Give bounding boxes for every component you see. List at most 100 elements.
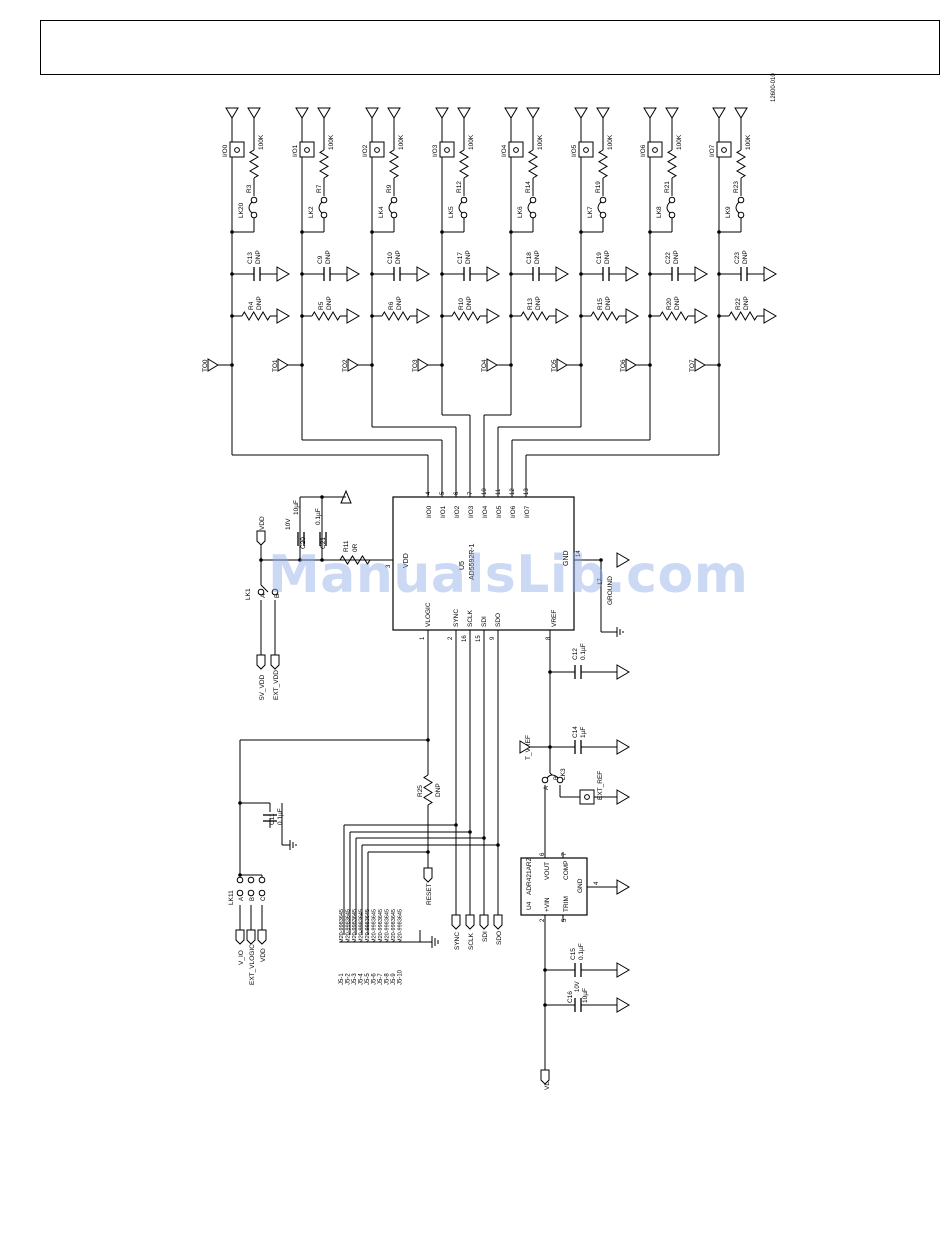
ext-vlogic-port — [246, 929, 256, 945]
pullup-ref: R3 — [246, 184, 253, 193]
shunt-capacitor — [671, 267, 679, 281]
pullup-value: 100K — [607, 134, 614, 150]
junction-dot — [648, 314, 652, 318]
pullup-value: 100K — [468, 134, 475, 150]
pullup-resistor — [598, 149, 608, 179]
test-point-box — [647, 141, 663, 158]
ground-symbol — [416, 266, 430, 282]
junction-dot — [599, 558, 603, 562]
junction-dot — [370, 314, 374, 318]
junction-dot — [648, 230, 652, 234]
junction-dot — [548, 745, 552, 749]
test-point-box — [299, 141, 315, 158]
sdi-port — [479, 914, 489, 930]
series-ref: R13 — [527, 298, 534, 310]
test-output-port — [556, 358, 568, 372]
watermark: ManualsLib.com — [268, 545, 749, 605]
io-label: I/O4 — [501, 144, 508, 157]
junction-dot — [230, 272, 234, 276]
header-part-3: M20-9983645 — [352, 909, 358, 943]
c16-label: C16 — [567, 991, 574, 1003]
u5-pin-num: 13 — [524, 488, 530, 495]
ground-symbol — [346, 308, 360, 324]
sync-port-label: SYNC — [454, 932, 461, 950]
junction-dot — [648, 272, 652, 276]
link-pin-a — [668, 196, 676, 204]
link-arc — [458, 201, 463, 214]
cap-value: DNP — [255, 250, 262, 264]
junction-dot — [509, 314, 513, 318]
u5-pin-num: 12 — [510, 488, 516, 495]
u5-io-pin-label: I/O5 — [496, 505, 503, 518]
5v-vdd-label: 5V_VDD — [259, 674, 266, 700]
pullup-ref: R19 — [595, 181, 602, 193]
header-pin-4: J5-4 — [359, 973, 365, 985]
u5-vdd-label: VDD — [403, 553, 410, 568]
lk11-pin-4 — [236, 889, 244, 897]
c11-label: C11 — [269, 813, 276, 825]
pullup-resistor — [667, 149, 677, 179]
schematic-symbols — [235, 489, 630, 1085]
link-arc — [597, 201, 602, 214]
series-resistor — [311, 311, 341, 321]
series-value: DNP — [396, 296, 403, 310]
series-resistor — [728, 311, 758, 321]
link-arc — [735, 201, 740, 214]
cap-ref: C22 — [665, 252, 672, 264]
pullup-port — [457, 107, 471, 119]
lk3-b: B — [554, 776, 560, 780]
test-output-label: TO0 — [202, 359, 209, 372]
junction-dot — [426, 850, 430, 854]
junction-dot — [496, 843, 500, 847]
lk11-pin-6 — [258, 889, 266, 897]
cap-value: DNP — [604, 250, 611, 264]
io-label: I/O0 — [222, 144, 229, 157]
c14-label: C14 — [572, 726, 579, 738]
c20-value: 10µF — [293, 500, 300, 515]
ground-symbol — [694, 266, 708, 282]
series-ref: R5 — [318, 301, 325, 310]
u4-part: ADR421ARZ — [526, 857, 533, 895]
v-io-label: V_IO — [238, 950, 245, 965]
sclk-port — [465, 914, 475, 930]
series-value: DNP — [256, 296, 263, 310]
sync-port — [451, 914, 461, 930]
test-point-box — [508, 141, 524, 158]
series-ref: R15 — [597, 298, 604, 310]
u4-comp: COMP — [563, 861, 570, 881]
header-part-1: M20-9983645 — [339, 909, 345, 943]
link-arc — [318, 201, 323, 214]
test-point-box — [578, 141, 594, 158]
series-value: DNP — [535, 296, 542, 310]
junction-dot — [320, 495, 324, 499]
pullup-ref: R12 — [456, 181, 463, 193]
series-value: DNP — [605, 296, 612, 310]
u5-pad-label: GROUND — [607, 576, 614, 605]
junction-dot — [509, 272, 513, 276]
u5-sync-num: 2 — [448, 636, 454, 640]
junction-dot — [717, 230, 721, 234]
series-resistor — [381, 311, 411, 321]
u4-vout: VOUT — [544, 862, 551, 880]
junction-dot — [579, 314, 583, 318]
test-output-label: TO2 — [342, 359, 349, 372]
u5-io-pin-label: I/O6 — [510, 505, 517, 518]
u4-pin-vin: 2 — [540, 918, 546, 922]
series-ref: R22 — [735, 298, 742, 310]
series-value: DNP — [674, 296, 681, 310]
link-ref: LK4 — [378, 206, 385, 218]
c12-capacitor — [574, 665, 582, 679]
c15-value: 0.1µF — [578, 943, 585, 960]
u5-io-pin-label: I/O0 — [426, 505, 433, 518]
ground-symbol — [486, 308, 500, 324]
test-point-pin — [234, 147, 240, 153]
test-output-port — [417, 358, 429, 372]
c15-capacitor — [574, 963, 582, 977]
c12-label: C12 — [572, 648, 579, 660]
r25-resistor — [423, 774, 433, 806]
link-ref: LK9 — [725, 206, 732, 218]
